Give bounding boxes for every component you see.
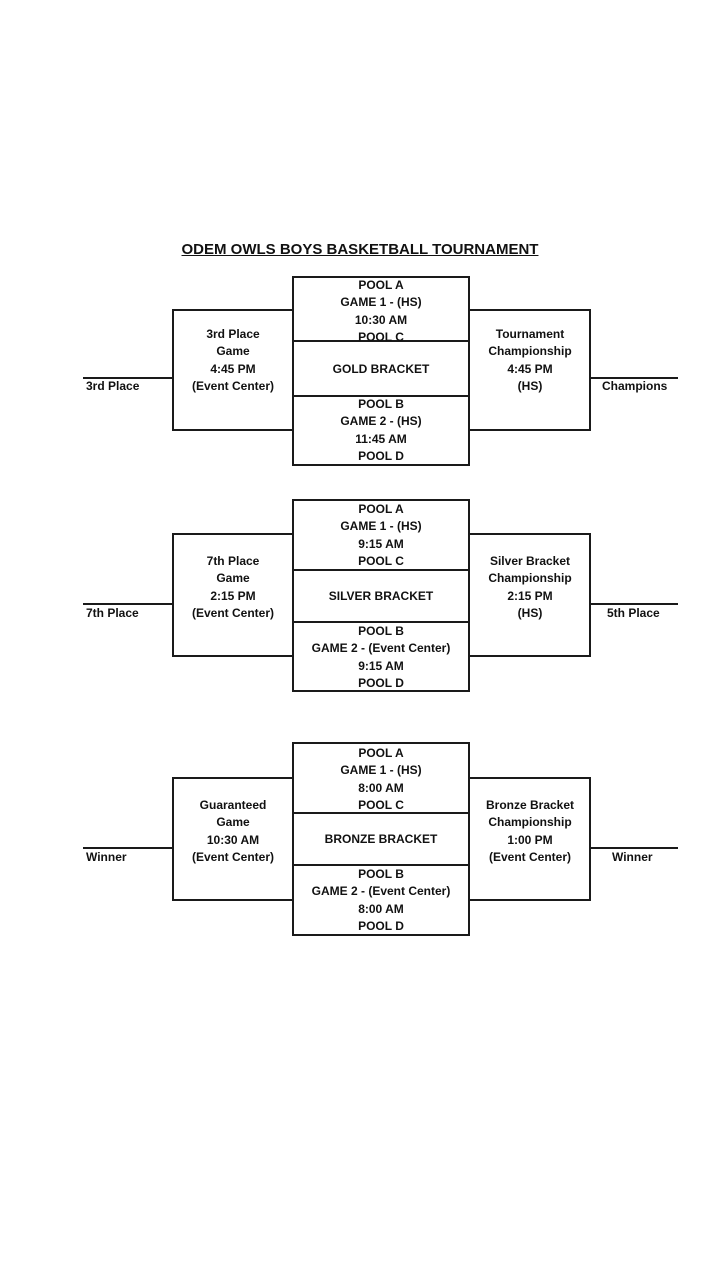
- game-time: 10:30 AM: [354, 312, 408, 327]
- left-game-text: 7th Place Game 2:15 PM (Event Center): [174, 553, 292, 623]
- game-time: 1:00 PM: [507, 832, 553, 847]
- pool-label: POOL A: [358, 278, 404, 292]
- right-result-label: Champions: [602, 379, 668, 393]
- left-result-line: [83, 603, 173, 605]
- bottom-game-box: [292, 864, 470, 936]
- game-label: GAME 2 - (Event Center): [311, 641, 451, 656]
- page-title: ODEM OWLS BOYS BASKETBALL TOURNAMENT: [181, 241, 539, 258]
- left-game-text: 3rd Place Game 4:45 PM (Event Center): [174, 326, 292, 396]
- right-game-text: Bronze Bracket Championship 1:00 PM (Eve…: [470, 797, 590, 867]
- right-result-line: [590, 377, 678, 379]
- game-label: GAME 2 - (HS): [340, 414, 422, 429]
- left-result-label: 7th Place: [86, 606, 139, 620]
- left-result-line: [83, 377, 173, 379]
- top-game-text: POOL A GAME 1 - (HS) 9:15 AM POOL C: [292, 501, 470, 571]
- top-game-text: POOL A GAME 1 - (HS) 8:00 AM POOL C: [292, 745, 470, 815]
- game-name: Tournament: [495, 327, 565, 341]
- game-time: 8:00 AM: [358, 901, 404, 916]
- game-time: 4:45 PM: [507, 361, 553, 376]
- left-game-text: Guaranteed Game 10:30 AM (Event Center): [174, 797, 292, 867]
- game-time: 4:45 PM: [210, 361, 256, 376]
- game-name: Bronze Bracket: [485, 798, 575, 812]
- left-game-box: [172, 533, 294, 657]
- game-label: GAME 2 - (Event Center): [311, 884, 451, 899]
- pool-label: POOL D: [358, 449, 404, 464]
- left-result-label: 3rd Place: [86, 379, 140, 393]
- game-time: 9:15 AM: [358, 658, 404, 673]
- pool-label: POOL B: [358, 624, 404, 638]
- bottom-game-box: [292, 395, 470, 466]
- bottom-game-box: [292, 621, 470, 692]
- bottom-game-text: POOL B GAME 2 - (Event Center) 9:15 AM P…: [292, 623, 470, 693]
- game-time: 10:30 AM: [206, 832, 260, 847]
- game-name: Game: [216, 344, 250, 359]
- game-venue: (HS): [517, 606, 543, 621]
- top-game-text: POOL A GAME 1 - (HS) 10:30 AM POOL C: [292, 277, 470, 347]
- gold-bracket: POOL A GAME 1 - (HS) 10:30 AM POOL C 3rd…: [0, 276, 720, 516]
- game-name: Championship: [488, 571, 572, 586]
- game-name: Championship: [488, 815, 572, 830]
- game-venue: (Event Center): [191, 850, 274, 865]
- right-result-line: [590, 847, 678, 849]
- game-name: 3rd Place: [206, 327, 260, 341]
- bracket-name: SILVER BRACKET: [328, 589, 434, 603]
- game-name: 7th Place: [206, 554, 260, 568]
- right-game-box: [468, 777, 591, 901]
- right-result-line: [590, 603, 678, 605]
- game-venue: (Event Center): [191, 606, 274, 621]
- pool-label: POOL C: [358, 554, 404, 569]
- pool-label: POOL D: [358, 676, 404, 691]
- bracket-name: GOLD BRACKET: [332, 362, 430, 376]
- game-time: 2:15 PM: [507, 588, 553, 603]
- game-name: Silver Bracket: [489, 554, 571, 568]
- pool-label: POOL A: [358, 746, 404, 760]
- game-name: Championship: [488, 344, 572, 359]
- game-time: 9:15 AM: [358, 536, 404, 551]
- right-result-label: 5th Place: [607, 606, 660, 620]
- game-time: 11:45 AM: [355, 431, 407, 446]
- game-time: 2:15 PM: [210, 588, 256, 603]
- bottom-game-text: POOL B GAME 2 - (HS) 11:45 AM POOL D: [292, 396, 470, 466]
- game-name: Guaranteed: [199, 798, 267, 812]
- silver-bracket: POOL A GAME 1 - (HS) 9:15 AM POOL C 7th …: [0, 499, 720, 739]
- game-venue: (HS): [517, 379, 543, 394]
- right-game-box: [468, 309, 591, 431]
- pool-label: POOL C: [358, 798, 404, 813]
- right-game-text: Silver Bracket Championship 2:15 PM (HS): [470, 553, 590, 623]
- pool-label: POOL B: [358, 867, 404, 881]
- left-result-line: [83, 847, 173, 849]
- game-name: Game: [216, 815, 250, 830]
- left-game-box: [172, 309, 294, 431]
- game-name: Game: [216, 571, 250, 586]
- pool-label: POOL D: [358, 919, 404, 934]
- right-game-text: Tournament Championship 4:45 PM (HS): [470, 326, 590, 396]
- left-result-label: Winner: [86, 850, 127, 864]
- right-result-label: Winner: [612, 850, 653, 864]
- pool-label: POOL C: [358, 330, 404, 345]
- game-label: GAME 1 - (HS): [340, 295, 422, 310]
- game-venue: (Event Center): [191, 379, 274, 394]
- game-label: GAME 1 - (HS): [340, 519, 422, 534]
- game-label: GAME 1 - (HS): [340, 763, 422, 778]
- left-game-box: [172, 777, 294, 901]
- bottom-game-text: POOL B GAME 2 - (Event Center) 8:00 AM P…: [292, 866, 470, 936]
- bronze-bracket: POOL A GAME 1 - (HS) 8:00 AM POOL C Guar…: [0, 742, 720, 982]
- game-venue: (Event Center): [488, 850, 571, 865]
- game-time: 8:00 AM: [358, 780, 404, 795]
- pool-label: POOL A: [358, 502, 404, 516]
- bracket-name: BRONZE BRACKET: [324, 832, 438, 846]
- pool-label: POOL B: [358, 397, 404, 411]
- right-game-box: [468, 533, 591, 657]
